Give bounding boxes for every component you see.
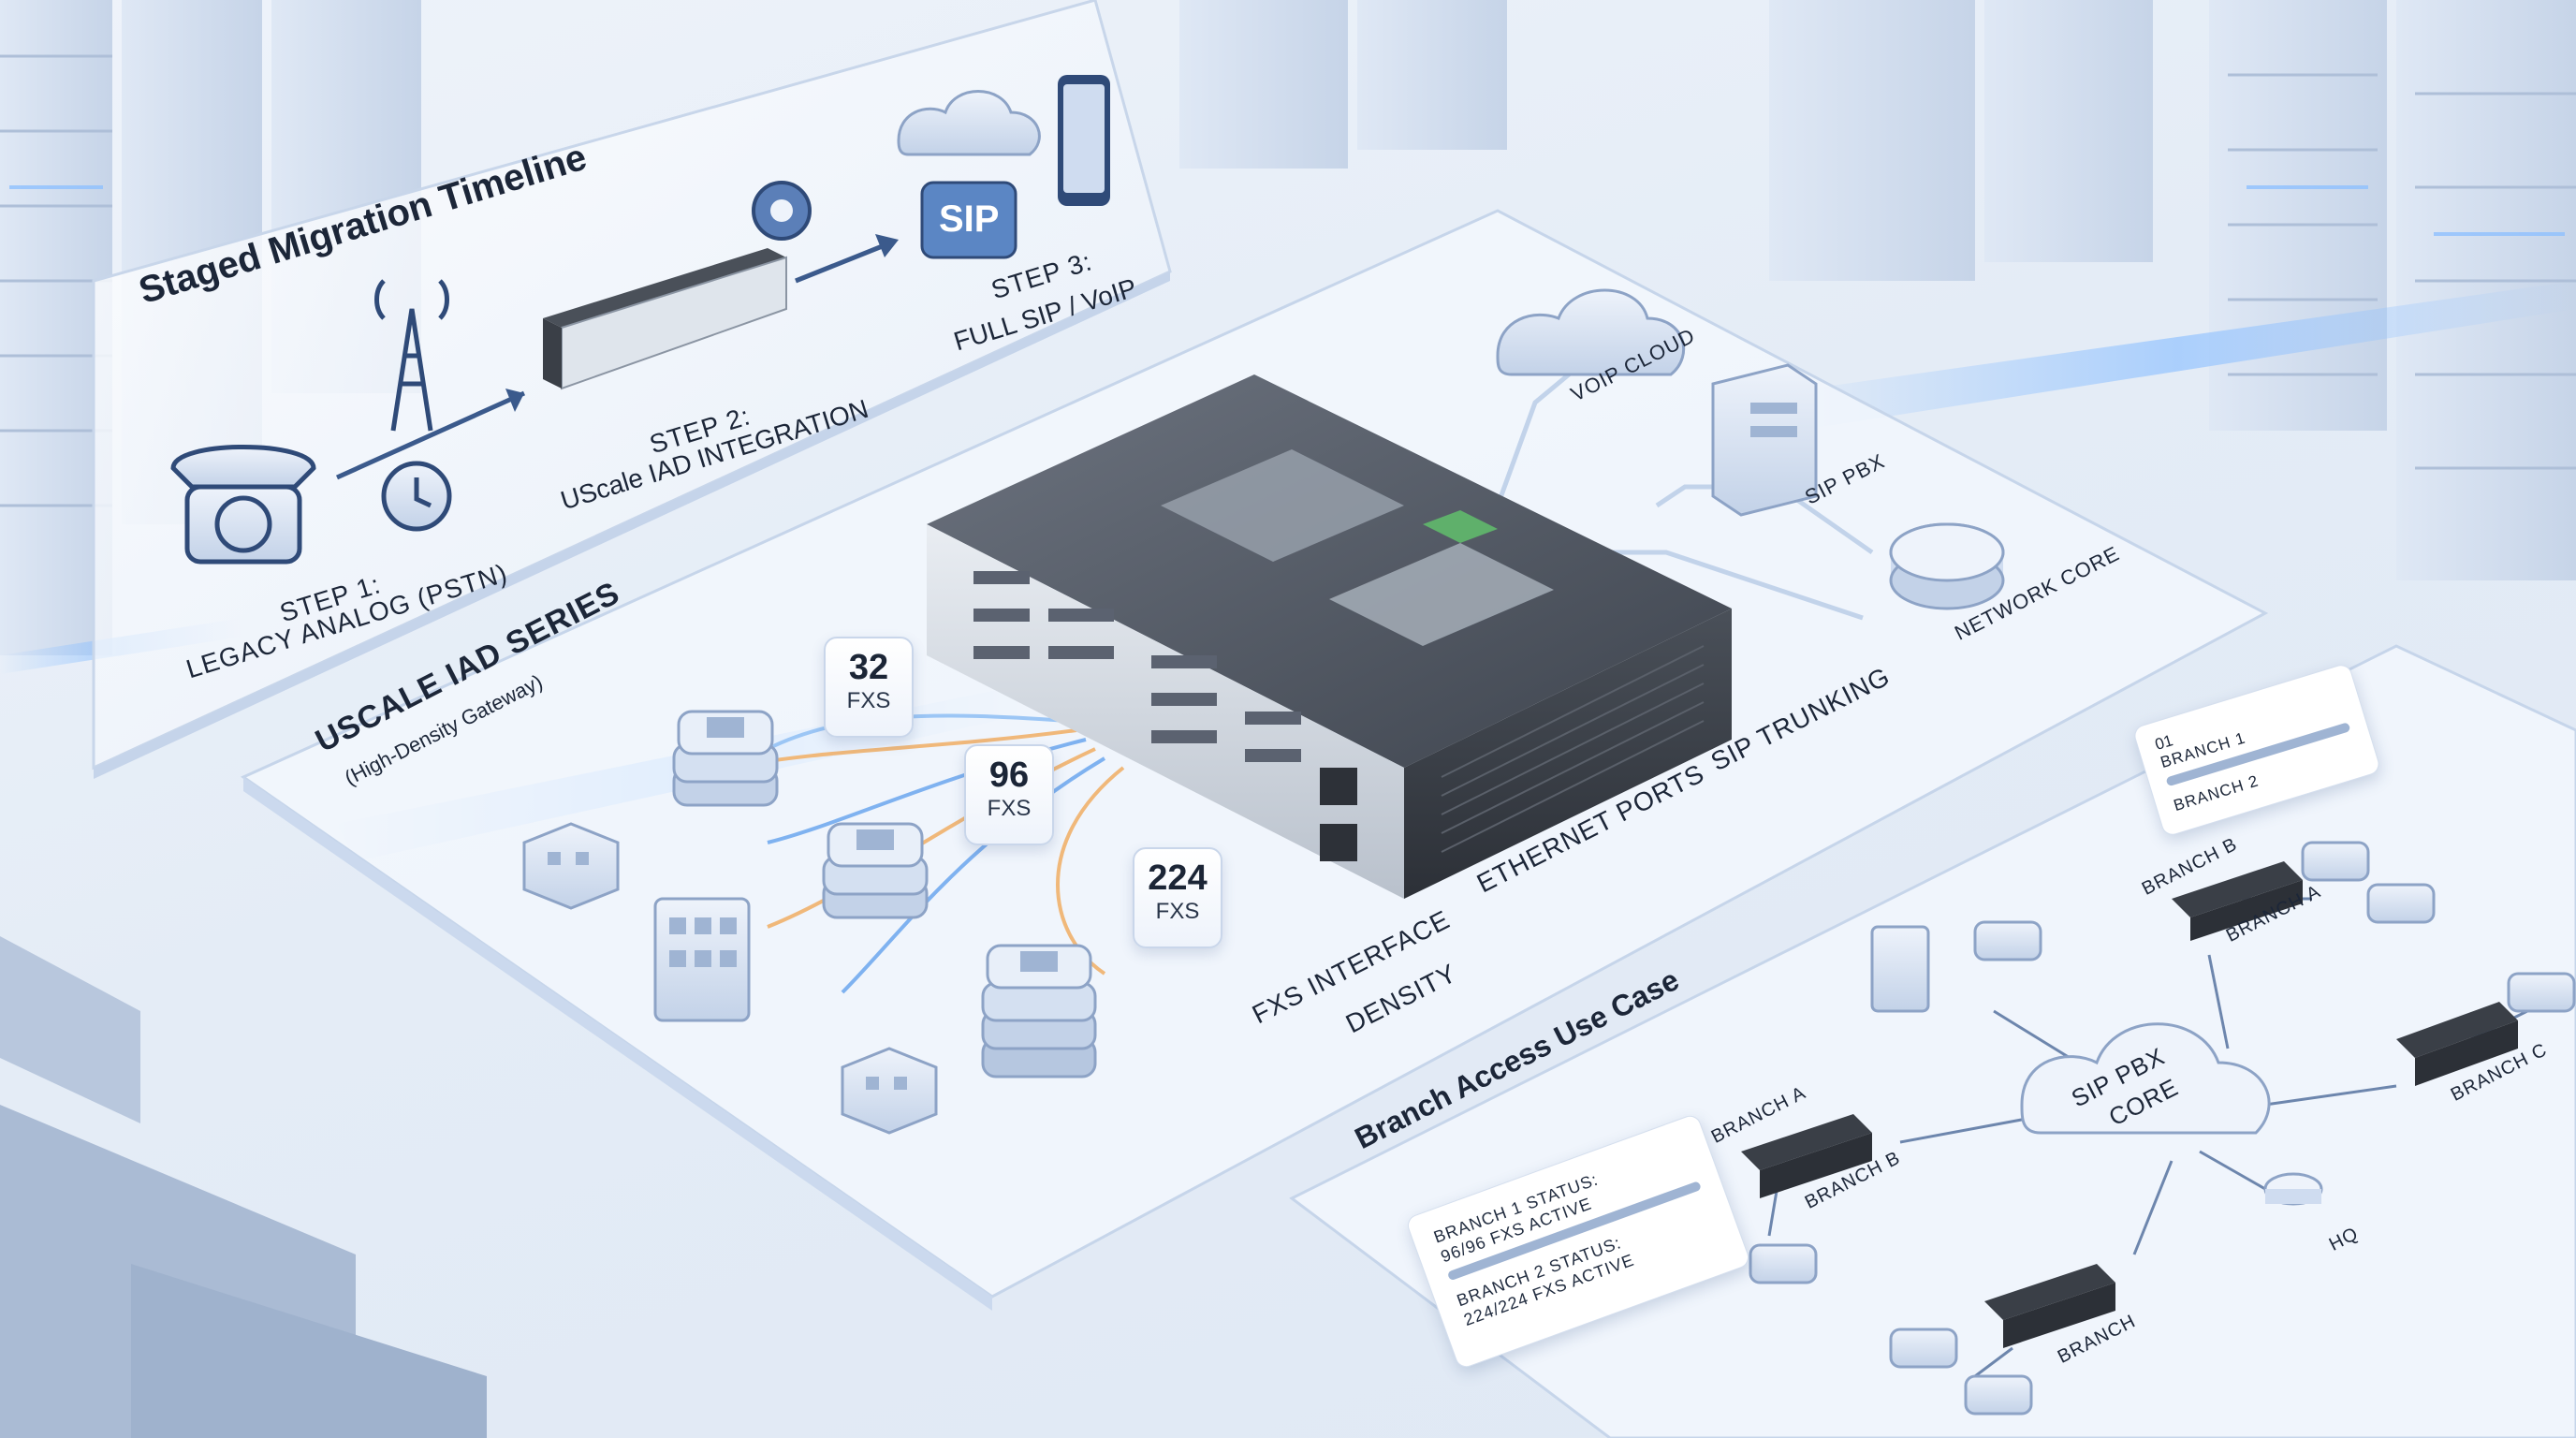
sip-pbx-core-cloud-icon bbox=[2020, 1022, 2271, 1135]
cloud-icon bbox=[897, 90, 1041, 156]
mini-gateway-icon bbox=[543, 248, 787, 390]
phone-stacks bbox=[672, 710, 1097, 1078]
branch-network bbox=[1741, 841, 2576, 1416]
network-icons bbox=[1496, 288, 2005, 610]
arrow-step1-icon bbox=[335, 390, 526, 480]
hq-router-icon bbox=[2263, 1172, 2323, 1206]
clock-icon bbox=[381, 461, 452, 532]
smartphone-icon bbox=[1058, 75, 1110, 206]
rotary-phone-icon bbox=[170, 445, 316, 565]
voip-cloud-icon bbox=[1496, 288, 1686, 376]
timeline-icons bbox=[170, 75, 1110, 565]
gear-icon bbox=[752, 181, 812, 241]
sip-box-label: SIP bbox=[939, 198, 1000, 240]
uscale-iad-device bbox=[927, 374, 1732, 899]
fxs-badge-32: 32 FXS bbox=[824, 637, 914, 738]
badge-unit: FXS bbox=[1155, 899, 1200, 924]
building-icons bbox=[522, 822, 938, 1135]
router-icon bbox=[1889, 522, 2005, 610]
badge-unit: FXS bbox=[846, 688, 891, 713]
fxs-badge-96: 96 FXS bbox=[964, 744, 1054, 845]
badge-unit: FXS bbox=[987, 796, 1032, 821]
branch-server-icon bbox=[1870, 925, 1930, 1013]
radio-tower-icon bbox=[374, 279, 449, 432]
sip-pbx-server-icon bbox=[1711, 363, 1818, 517]
badge-number: 96 bbox=[988, 756, 1030, 795]
sip-box-icon bbox=[920, 181, 1017, 259]
timeline-panel bbox=[92, 0, 1172, 779]
badge-number: 32 bbox=[848, 648, 889, 687]
branch-phones bbox=[1749, 841, 2576, 1416]
badge-number: 224 bbox=[1148, 858, 1208, 898]
fxs-badge-224: 224 FXS bbox=[1133, 847, 1222, 948]
arrow-step2-icon bbox=[795, 241, 890, 284]
